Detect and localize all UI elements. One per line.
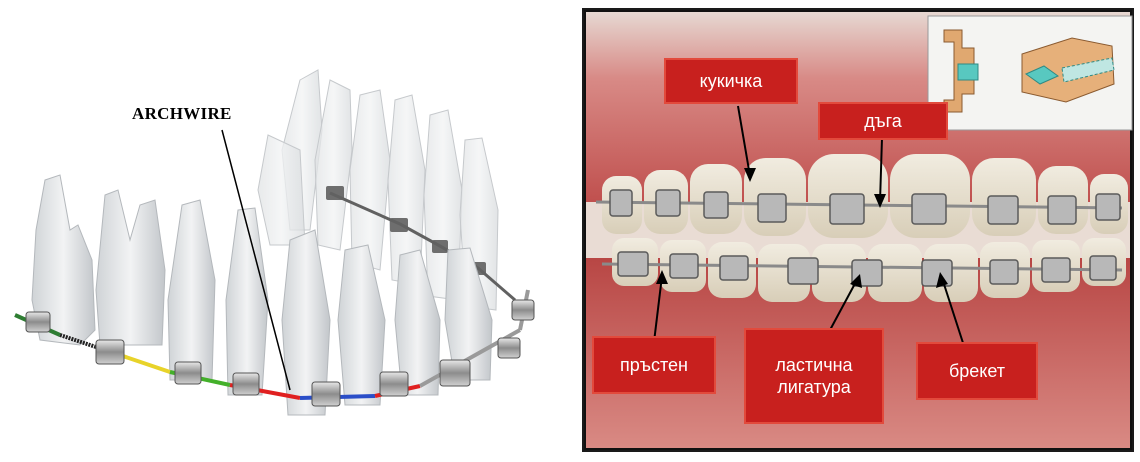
archwire-label: ARCHWIRE <box>132 104 232 124</box>
bracket-label: брекет <box>916 342 1038 400</box>
ligature-label-line2: лигатура <box>777 376 851 398</box>
teeth-illustration <box>0 0 570 457</box>
archwire-diagram: ARCHWIRE <box>0 0 570 457</box>
arch-label: дъга <box>818 102 948 140</box>
hook-label: кукичка <box>664 58 798 104</box>
ligature-label: ластична лигатура <box>744 328 884 424</box>
braces-photo-panel: кукичка дъга пръстен ластична лигатура б… <box>582 8 1134 452</box>
bracket-inset <box>928 16 1132 130</box>
ring-label: пръстен <box>592 336 716 394</box>
ligature-label-line1: ластична <box>775 354 852 376</box>
